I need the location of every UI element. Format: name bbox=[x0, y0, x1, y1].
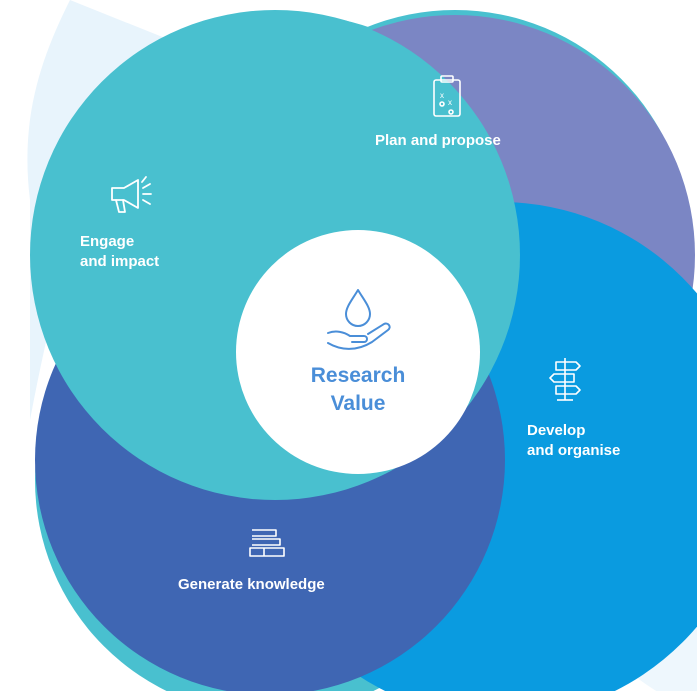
clipboard-strategy-icon: x x bbox=[433, 75, 461, 117]
segment-label-generate: Generate knowledge bbox=[178, 576, 325, 593]
background-arc bbox=[27, 0, 171, 420]
segment-label-engage: Engage and impact bbox=[80, 233, 160, 270]
signpost-icon bbox=[549, 358, 581, 401]
svg-text:x: x bbox=[440, 91, 444, 100]
center-label: Research Value bbox=[298, 362, 418, 418]
megaphone-icon bbox=[111, 176, 152, 213]
center-label-line2: Value bbox=[330, 392, 386, 415]
segment-label-develop: Develop and organise bbox=[527, 422, 621, 459]
water-drop-hand-icon bbox=[327, 289, 391, 350]
books-icon bbox=[249, 529, 285, 557]
center-circle bbox=[236, 230, 480, 474]
svg-text:x: x bbox=[448, 98, 452, 107]
center-label-line1: Research bbox=[310, 364, 406, 387]
segment-label-plan: Plan and propose bbox=[375, 132, 501, 149]
